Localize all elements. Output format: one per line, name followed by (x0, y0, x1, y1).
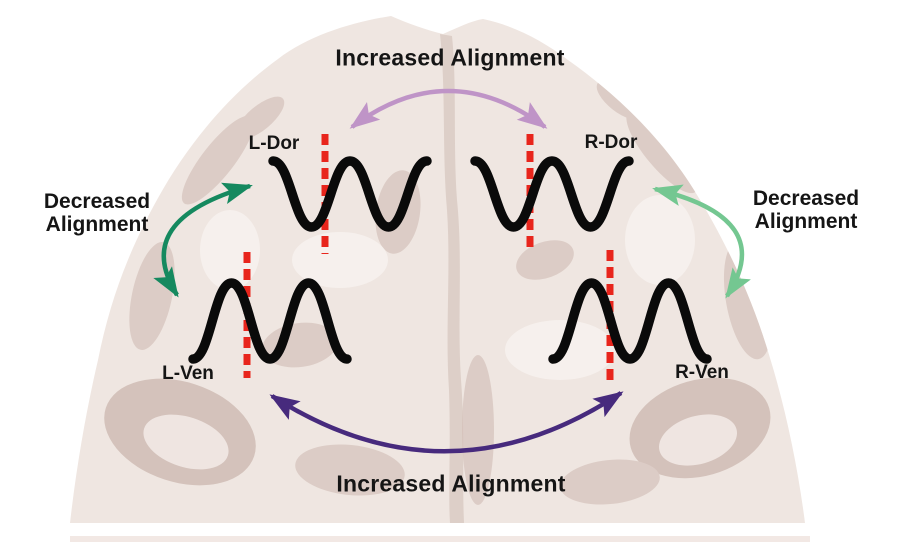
brain-cut-shadow (70, 536, 810, 542)
label-increased-alignment-top: Increased Alignment (335, 44, 565, 71)
label-r-dor: R-Dor (584, 132, 638, 153)
label-decreased-alignment-left: Decreased Alignment (44, 190, 150, 236)
label-decreased-left-line1: Decreased (43, 190, 151, 213)
label-decreased-right-line1: Decreased (752, 187, 860, 210)
wave-r-ven (548, 278, 712, 364)
arrow-increased-ventral (269, 391, 624, 454)
wave-l-dor (268, 156, 432, 232)
arrow-decreased-right (652, 184, 751, 299)
label-decreased-left-line2: Alignment (45, 213, 149, 236)
label-l-ven: L-Ven (162, 363, 214, 384)
label-l-dor: L-Dor (248, 133, 300, 154)
label-decreased-right-line2: Alignment (754, 210, 858, 233)
arrow-increased-dorsal (349, 88, 548, 129)
wave-r-dor (470, 156, 634, 232)
arrow-decreased-left (153, 182, 253, 298)
label-r-ven: R-Ven (675, 362, 729, 383)
wave-l-ven (188, 278, 352, 364)
label-decreased-alignment-right: Decreased Alignment (753, 187, 859, 233)
label-increased-alignment-bottom: Increased Alignment (336, 470, 566, 497)
